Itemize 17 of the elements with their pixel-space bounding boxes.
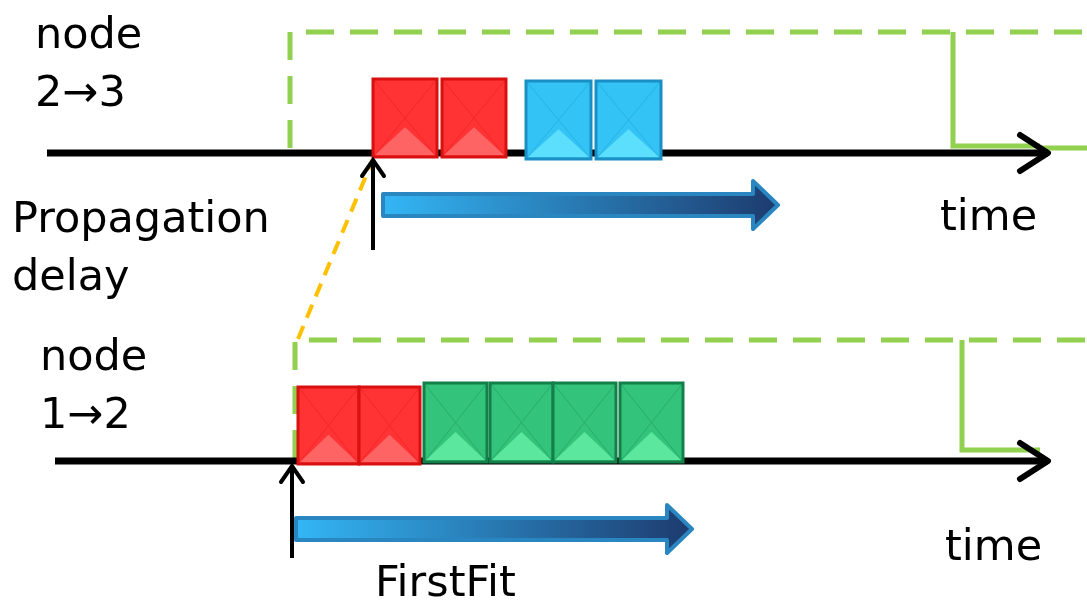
packet-block <box>371 77 439 159</box>
packet-block <box>422 381 489 464</box>
packet-block <box>594 79 663 161</box>
packet-block <box>551 381 618 464</box>
lane-label: node 1→2 <box>40 329 149 440</box>
method-label: FirstFit <box>375 555 517 606</box>
packet-block <box>618 381 685 464</box>
packet-block <box>488 381 555 464</box>
packet-block <box>440 77 508 159</box>
packet-block <box>524 79 593 161</box>
axis-label: time <box>945 519 1044 572</box>
packet-block <box>357 385 422 466</box>
packet-block <box>296 385 361 466</box>
connector-line <box>296 158 375 340</box>
annotation-label: Propagation delay <box>12 191 271 302</box>
lane-label: node 2→3 <box>35 7 144 118</box>
axis-label: time <box>940 189 1039 242</box>
